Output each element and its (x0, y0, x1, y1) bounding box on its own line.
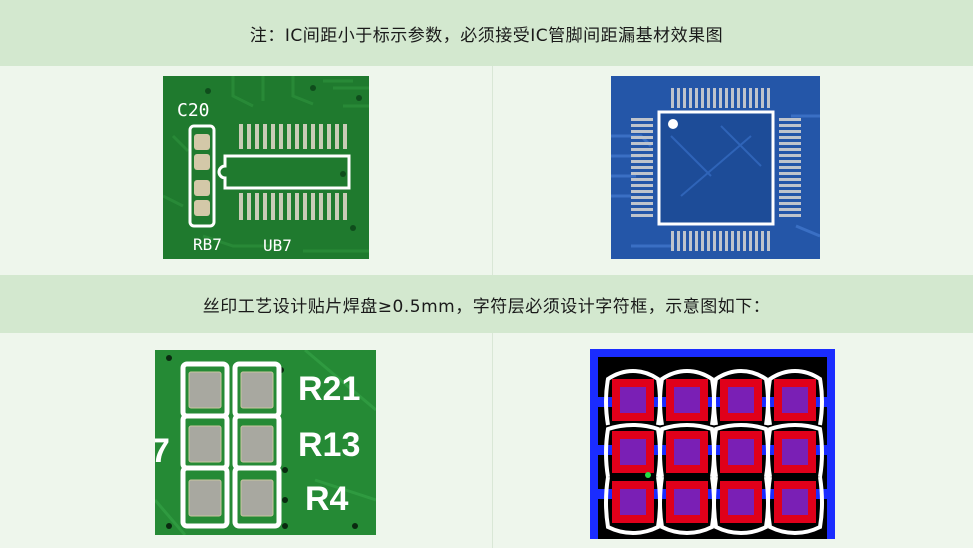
section-2-title-band: 丝印工艺设计贴片焊盘≥0.5mm，字符层必须设计字符框，示意图如下： (0, 275, 973, 333)
silk-label-ub7: UB7 (263, 236, 292, 255)
silk-label-c20: C20 (177, 100, 210, 121)
section-1-title: 注：IC间距小于标示参数，必须接受IC管脚间距漏基材效果图 (249, 25, 724, 46)
ic-pitch-green-pcb-photo: C20 RB7 UB7 (163, 76, 369, 259)
silk-frame-green-pcb-photo: R21 R13 R4 7 (155, 350, 376, 535)
ic-pitch-blue-pcb-photo (611, 76, 820, 259)
column-divider (492, 333, 493, 548)
section-1-title-band: 注：IC间距小于标示参数，必须接受IC管脚间距漏基材效果图 (0, 0, 973, 66)
silk-label-rb7: RB7 (193, 235, 222, 254)
section-2-image-row: R21 R13 R4 7 (0, 333, 973, 548)
silk-frame-cad-diagram (590, 349, 835, 539)
column-divider (492, 66, 493, 275)
section-2-title: 丝印工艺设计贴片焊盘≥0.5mm，字符层必须设计字符框，示意图如下： (202, 296, 771, 317)
silk-label-edge: 7 (155, 432, 170, 470)
silk-label-r4: R4 (305, 480, 349, 518)
silk-label-r21: R21 (298, 370, 360, 408)
silk-label-r13: R13 (298, 426, 360, 464)
section-1-image-row: C20 RB7 UB7 (0, 66, 973, 275)
